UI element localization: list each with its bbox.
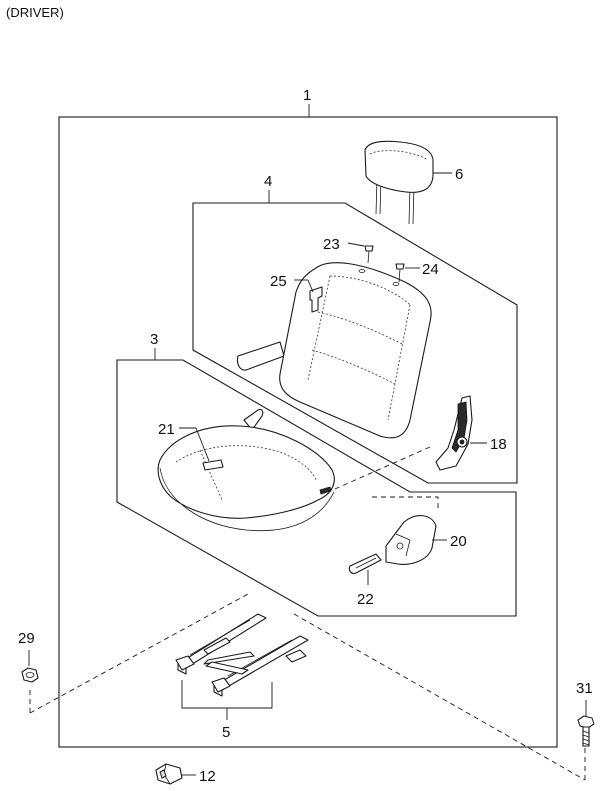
callout-12: 12 — [199, 768, 216, 785]
headrest-guide-24 — [395, 263, 405, 283]
dash-left-bolt — [29, 593, 249, 714]
leader-23 — [347, 242, 365, 247]
seat-cushion-part — [157, 408, 335, 532]
headrest-guide-23 — [364, 245, 374, 264]
nut-29 — [21, 667, 39, 683]
seat-assembly-frame — [58, 116, 558, 748]
clip-25 — [309, 286, 323, 313]
leader-25b — [307, 279, 314, 293]
callout-3: 3 — [150, 331, 158, 348]
seatback-subframe — [192, 202, 518, 484]
callout-20: 20 — [450, 533, 467, 550]
cushion-subframe — [116, 359, 517, 617]
side-shield-20 — [385, 515, 437, 565]
seatback-part — [236, 262, 432, 439]
recliner-mechanism-18 — [435, 395, 473, 471]
dash-right-bolt — [293, 613, 586, 781]
callout-6: 6 — [455, 166, 463, 183]
callout-18: 18 — [490, 436, 507, 453]
callout-23: 23 — [323, 236, 340, 253]
seat-track-rails — [175, 613, 309, 697]
callout-24: 24 — [422, 261, 439, 278]
variant-label: (DRIVER) — [6, 5, 64, 20]
callout-29: 29 — [18, 630, 35, 647]
callout-4: 4 — [264, 173, 272, 190]
callout-25: 25 — [270, 273, 287, 290]
callout-22: 22 — [357, 591, 374, 608]
callout-1: 1 — [303, 87, 311, 104]
lever-knob-22 — [348, 553, 382, 574]
headrest-part — [364, 140, 434, 225]
dash-cover-link — [372, 496, 439, 512]
bolt-31 — [577, 715, 595, 747]
leader-21b — [195, 427, 210, 462]
callout-21: 21 — [158, 421, 175, 438]
callout-5: 5 — [222, 724, 230, 741]
callout-31: 31 — [576, 680, 593, 697]
clip-12 — [155, 763, 183, 785]
